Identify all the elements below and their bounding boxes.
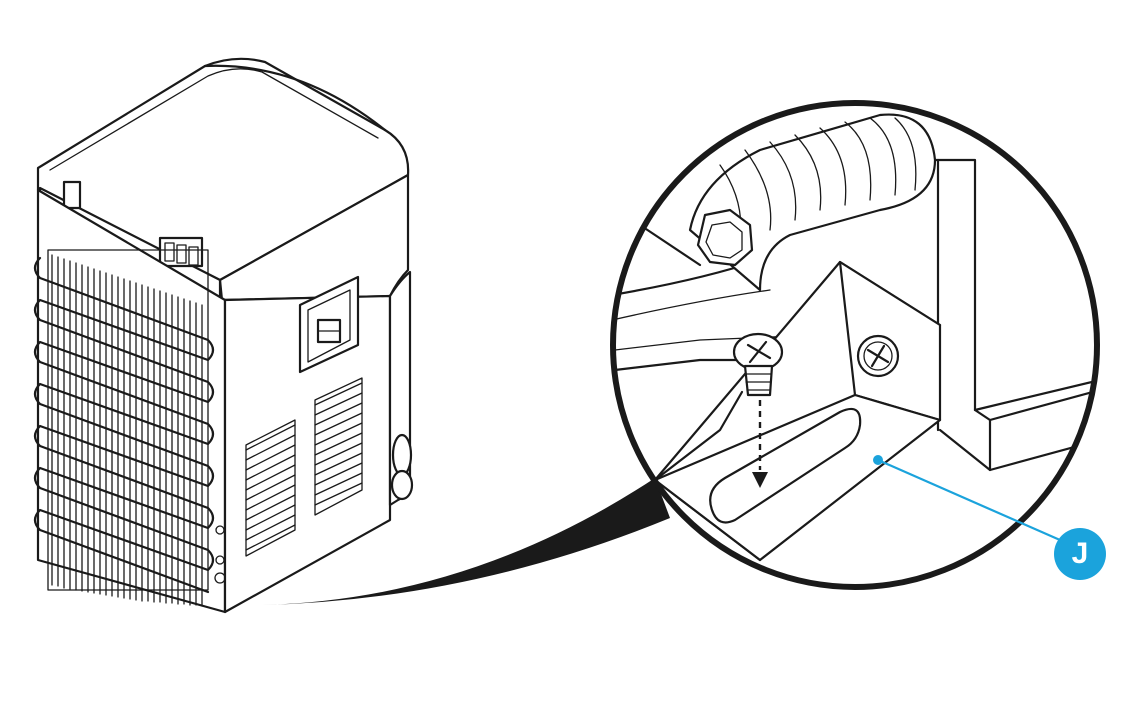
screw-icon — [732, 332, 784, 397]
arrow-head — [752, 472, 768, 488]
side-vents — [245, 377, 363, 557]
chiller-unit-icon — [33, 57, 414, 614]
bracket-icon — [653, 260, 942, 562]
condenser-coil — [33, 249, 215, 607]
callout-j — [873, 455, 1106, 580]
zoom-wedge — [262, 478, 670, 605]
callout-badge — [1054, 528, 1106, 580]
detail-view — [610, 100, 1100, 590]
callout-label-j: J — [1071, 537, 1089, 570]
hose-icon — [688, 113, 937, 292]
